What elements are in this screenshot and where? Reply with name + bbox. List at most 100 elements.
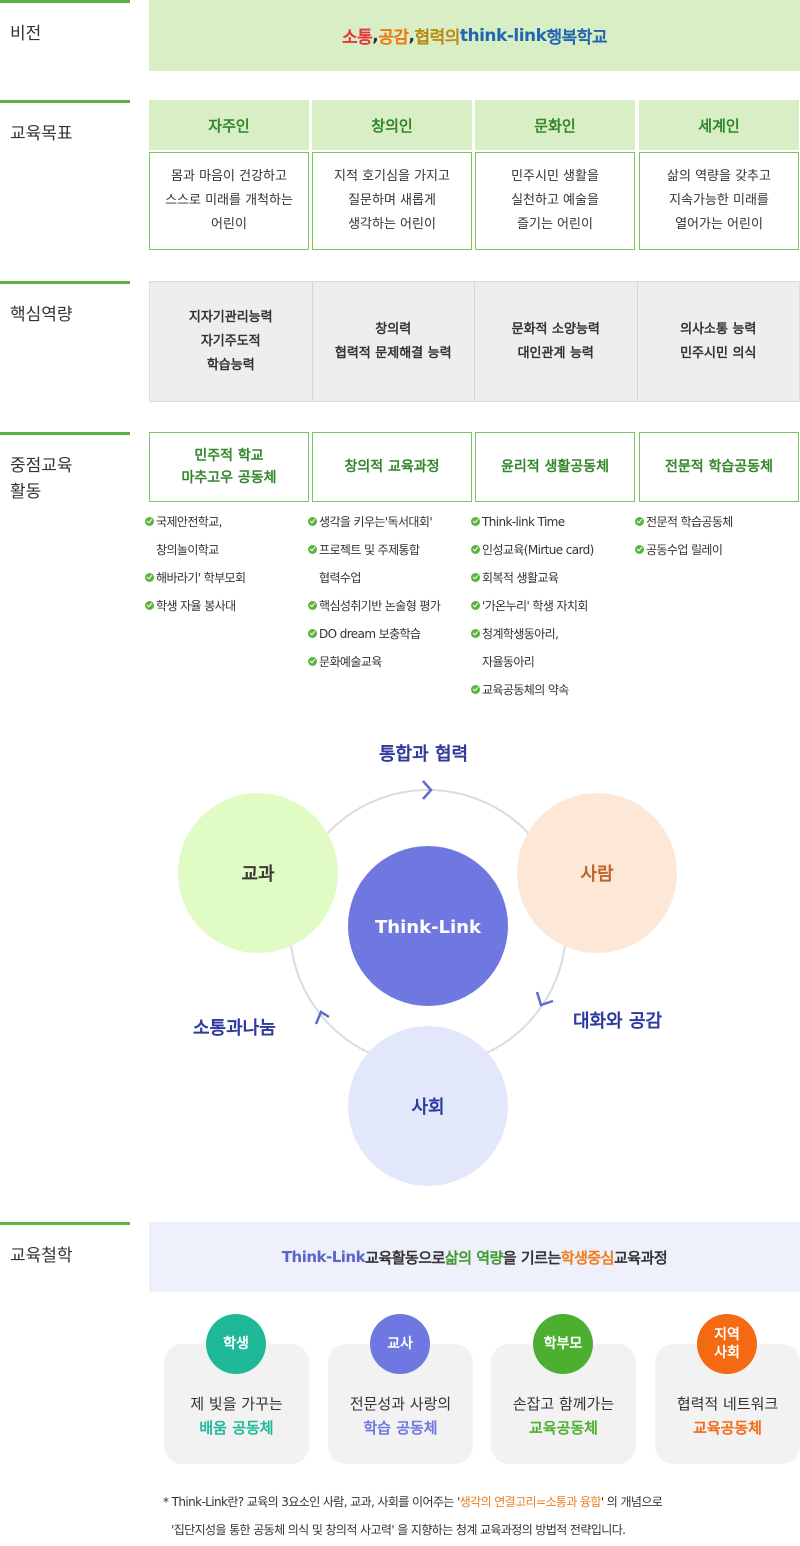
check-circle-icon	[308, 657, 317, 666]
goal-title: 자주인	[149, 100, 309, 150]
list-item: 창의놀이학교	[145, 536, 309, 564]
check-circle-icon	[471, 629, 480, 638]
check-circle-icon	[635, 545, 644, 554]
check-circle-icon	[308, 629, 317, 638]
list-item-text: 창의놀이학교	[156, 543, 219, 557]
list-item: 핵심성취기반 논술형 평가	[308, 592, 472, 620]
label-dialogue: 대화와 공감	[573, 1011, 663, 1032]
label-integration: 통합과 협력	[379, 744, 469, 765]
competence-line: 지자기관리능력	[188, 309, 273, 325]
vision-word-communication: 소통	[341, 28, 373, 48]
list-item-text: 협력수업	[319, 571, 361, 585]
label-society: 사회	[411, 1097, 444, 1118]
goal-title: 창의인	[312, 100, 472, 150]
check-circle-icon	[145, 573, 154, 582]
arrow-top-icon	[422, 780, 433, 800]
list-item-text: 공동수업 릴레이	[646, 543, 723, 557]
label-center: Think-Link	[375, 917, 482, 938]
goal-line: 지적 호기심을 가지고	[334, 169, 450, 184]
list-item: 공동수업 릴레이	[635, 536, 799, 564]
list-item-text: 전문적 학습공동체	[646, 515, 733, 529]
section-label-competence: 핵심역량	[0, 281, 130, 328]
activity-title: 창의적 교육과정	[312, 432, 472, 502]
goal-line: 생각하는 어린이	[348, 217, 436, 232]
list-item: '가온누리' 학생 자치회	[471, 592, 635, 620]
vision-word-thinklink: think-link	[459, 25, 547, 46]
circle-people	[517, 793, 677, 953]
circle-subject	[178, 793, 338, 953]
list-item: 회복적 생활교육	[471, 564, 635, 592]
list-item: 자율동아리	[471, 648, 635, 676]
card-emphasis: 교육공동체	[528, 1419, 598, 1437]
activity-title: 윤리적 생활공동체	[475, 432, 635, 502]
check-circle-icon	[471, 517, 480, 526]
circle-society	[348, 1026, 508, 1186]
card-emphasis: 학습 공동체	[363, 1419, 438, 1437]
competence-line: 의사소통 능력	[680, 321, 757, 337]
card-line: 협력적 네트워크	[676, 1395, 779, 1413]
check-circle-icon	[308, 545, 317, 554]
list-item-text: 회복적 생활교육	[482, 571, 559, 585]
check-circle-icon	[145, 517, 154, 526]
list-item: 문화예술교육	[308, 648, 472, 676]
list-item: 청계학생동아리,	[471, 620, 635, 648]
list-item-text: 문화예술교육	[319, 655, 382, 669]
section-label-activities: 중점교육 활동	[0, 432, 130, 505]
list-item: 학생 자율 봉사대	[145, 592, 309, 620]
vision-word-empathy: 공감	[378, 28, 409, 48]
list-item: DO dream 보충학습	[308, 620, 472, 648]
list-item: 국제안전학교,	[145, 508, 309, 536]
list-item: 교육공동체의 약속	[471, 676, 635, 704]
card-line: 전문성과 사랑의	[349, 1395, 452, 1413]
card-badge-line: 학생	[223, 1336, 249, 1352]
activity-title: 전문적 학습공동체	[639, 432, 799, 502]
check-circle-icon	[145, 601, 154, 610]
competence-line: 학습능력	[206, 357, 255, 373]
card-badge-line: 교사	[387, 1336, 413, 1352]
section-label-vision: 비전	[0, 0, 130, 47]
list-item: Think-link Time	[471, 508, 635, 536]
list-item-text: 교육공동체의 약속	[482, 683, 569, 697]
list-item-text: 프로젝트 및 주제통합	[319, 543, 420, 557]
check-circle-icon	[308, 517, 317, 526]
vision-word-cooperation: 협력	[414, 28, 445, 48]
diagram-svg: 교과 사람 사회 Think-Link	[178, 780, 677, 1186]
list-item-text: 해바라기' 학부모회	[156, 571, 246, 585]
activity-title-line: 민주적 학교	[194, 448, 264, 464]
label-sharing: 소통과나눔	[193, 1018, 276, 1039]
list-item: 인성교육(Mirtue card)	[471, 536, 635, 564]
card-badge-line: 사회	[714, 1345, 740, 1361]
card-badge: 교사	[370, 1314, 430, 1374]
check-circle-icon	[471, 685, 480, 694]
competence-line: 협력적 문제해결 능력	[334, 345, 452, 361]
list-item-text: 청계학생동아리,	[482, 627, 559, 641]
goal-line: 어린이	[211, 217, 247, 232]
list-item-text: 핵심성취기반 논술형 평가	[319, 599, 441, 613]
card-badge-line: 학부모	[543, 1336, 583, 1352]
goal-line: 실천하고 예술을	[511, 193, 599, 208]
competence-line: 창의력	[375, 321, 412, 337]
card-emphasis: 배움 공동체	[199, 1419, 274, 1437]
list-item-text: '가온누리' 학생 자치회	[482, 599, 588, 613]
arrow-left-icon	[314, 1010, 330, 1025]
activity-title-line: 마추고우 공동체	[181, 470, 277, 486]
goal-line: 스스로 미래를 개척하는	[165, 193, 293, 208]
goal-line: 질문하며 새롭게	[348, 193, 436, 208]
activity-title-line: 창의적 교육과정	[344, 459, 440, 475]
card-badge: 학생	[206, 1314, 266, 1374]
